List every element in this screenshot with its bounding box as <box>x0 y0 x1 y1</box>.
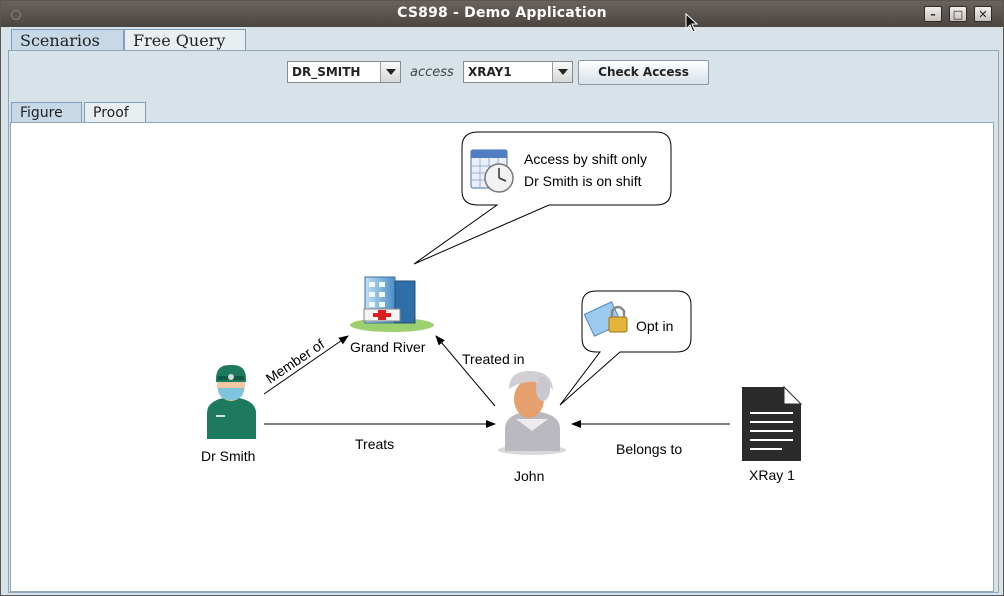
chevron-down-icon[interactable] <box>380 62 400 82</box>
edge-label-treated-in: Treated in <box>462 351 525 367</box>
maximize-button[interactable]: □ <box>949 6 967 22</box>
document-icon <box>742 385 803 461</box>
edge-treated-in <box>435 335 496 407</box>
object-select[interactable]: XRAY1 <box>463 61 573 83</box>
doctor-icon <box>207 364 256 439</box>
optin-label: Opt in <box>636 318 673 334</box>
shift-callout-line-2: Dr Smith is on shift <box>524 173 642 189</box>
patient-icon <box>498 370 566 455</box>
access-graph: Access by shift only Dr Smith is on shif… <box>201 131 803 484</box>
grand-river-label: Grand River <box>350 339 426 355</box>
optin-callout: Opt in <box>559 290 692 406</box>
title-bar[interactable]: CS898 - Demo Application – □ ✕ <box>1 1 1003 27</box>
tab-figure[interactable]: Figure <box>11 102 82 123</box>
check-access-button[interactable]: Check Access <box>578 60 709 85</box>
access-label: access <box>410 65 454 80</box>
window-menu-icon[interactable] <box>11 10 21 20</box>
dr-smith-label: Dr Smith <box>201 448 255 464</box>
tab-scenarios[interactable]: Scenarios <box>11 29 124 51</box>
tab-free-query[interactable]: Free Query <box>124 29 246 51</box>
subject-value: DR_SMITH <box>292 65 361 79</box>
figure-canvas: Access by shift only Dr Smith is on shif… <box>10 122 994 592</box>
edge-member-of <box>263 335 349 395</box>
grand-river-node[interactable]: Grand River <box>350 276 434 355</box>
xray-label: XRay 1 <box>749 467 795 483</box>
object-value: XRAY1 <box>468 65 512 79</box>
dr-smith-node[interactable]: Dr Smith <box>201 364 256 464</box>
shift-callout-line-1: Access by shift only <box>524 151 647 167</box>
window-title: CS898 - Demo Application <box>397 5 607 21</box>
calendar-clock-icon <box>470 149 514 193</box>
hospital-icon <box>350 276 434 332</box>
edge-label-member-of: Member of <box>263 336 328 387</box>
subject-select[interactable]: DR_SMITH <box>287 61 401 83</box>
xray-node[interactable]: XRay 1 <box>742 385 803 483</box>
lock-document-icon <box>583 301 628 337</box>
minimize-button[interactable]: – <box>924 6 942 22</box>
john-node[interactable]: John <box>498 370 566 484</box>
graph-edges: Member of Treated in Treats Belongs to <box>263 335 730 457</box>
chevron-down-icon[interactable] <box>552 62 572 82</box>
edge-label-belongs-to: Belongs to <box>616 441 682 457</box>
edge-label-treats: Treats <box>355 436 394 452</box>
tab-proof[interactable]: Proof <box>84 102 146 123</box>
mouse-cursor-icon <box>685 13 699 33</box>
shift-callout: Access by shift only Dr Smith is on shif… <box>413 131 672 265</box>
john-label: John <box>514 468 544 484</box>
close-button[interactable]: ✕ <box>974 6 992 22</box>
